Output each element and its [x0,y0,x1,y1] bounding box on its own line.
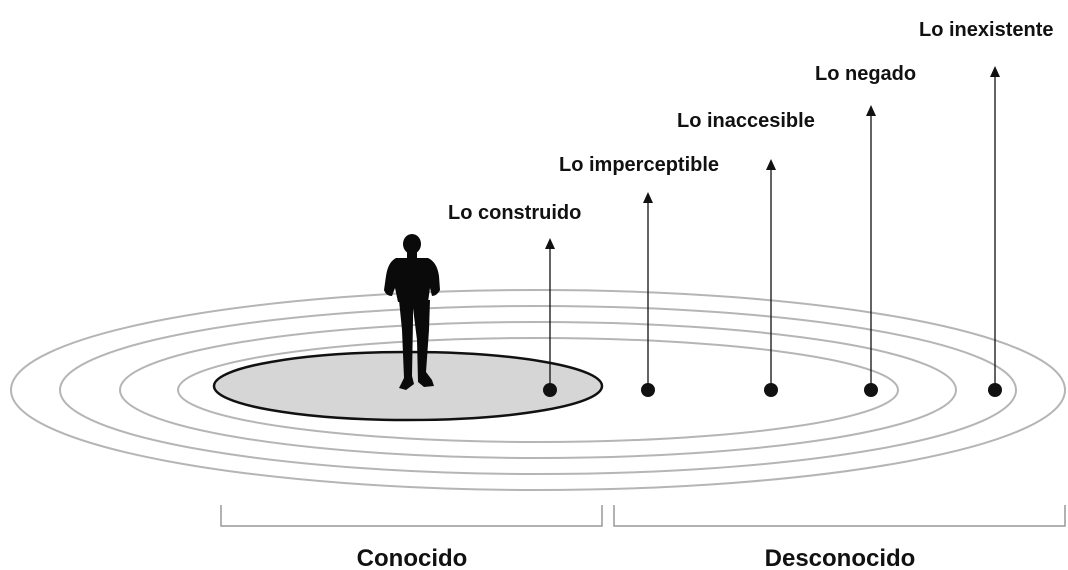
level-markers [543,66,1002,397]
ring-2 [177,337,899,443]
bracket-known [220,505,603,527]
arrowhead-icon [866,105,876,116]
group-brackets [220,505,1066,527]
ring-3 [119,321,957,459]
ring-4 [59,305,1017,475]
arrowhead-icon [990,66,1000,77]
rings [10,289,1066,491]
standing-person-silhouette-icon [384,234,440,390]
level-dot-construido [543,383,557,397]
group-label-unknown: Desconocido [765,545,916,570]
arrowhead-icon [766,159,776,170]
level-label-inexistente: Lo inexistente [919,19,1053,41]
arrowhead-icon [545,238,555,249]
arrowhead-icon [643,192,653,203]
level-label-inaccesible: Lo inaccesible [677,110,815,132]
level-dot-negado [864,383,878,397]
level-labels: Lo construido Lo imperceptible Lo inacce… [448,19,1053,224]
bracket-unknown [613,505,1066,527]
ring-outer [10,289,1066,491]
level-dot-inexistente [988,383,1002,397]
level-dot-imperceptible [641,383,655,397]
group-label-known: Conocido [357,545,468,570]
level-label-negado: Lo negado [815,63,916,85]
level-label-construido: Lo construido [448,202,581,224]
level-dot-inaccesible [764,383,778,397]
level-label-imperceptible: Lo imperceptible [559,154,719,176]
